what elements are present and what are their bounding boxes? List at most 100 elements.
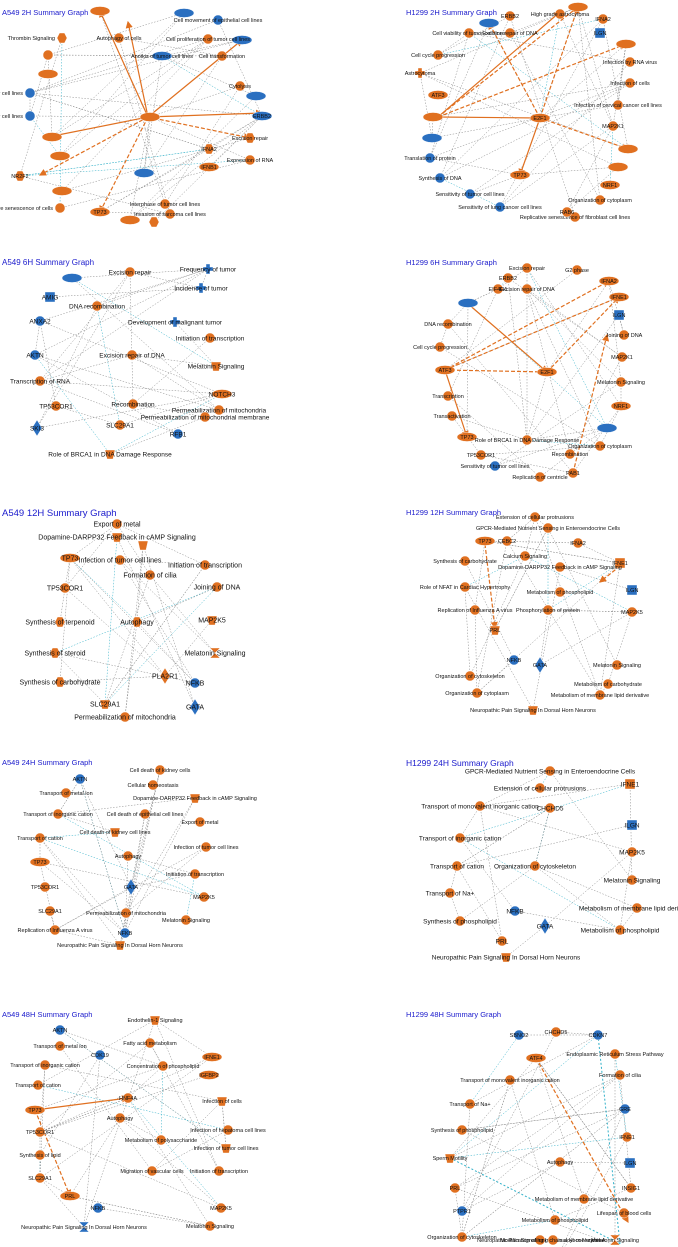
relation-edge (69, 557, 196, 684)
network-node (534, 471, 546, 483)
network-node (194, 816, 206, 828)
relation-edge (154, 1019, 213, 1058)
relation-edge (507, 277, 528, 441)
node-label: Initiation of transcription (168, 562, 242, 569)
node-label: Excision repair of DNA (482, 31, 538, 37)
relation-edge (57, 813, 205, 898)
relation-edge (559, 1161, 631, 1164)
relation-edge (97, 1207, 211, 1227)
network-node (434, 341, 446, 353)
node-label: Invasion of sarcoma cell lines (134, 212, 206, 218)
node-label: Synthesis of lipid (19, 1153, 60, 1159)
node-label: TP73 (93, 210, 106, 216)
network-node (41, 132, 63, 142)
node-label: Synthesis of carbohydrate (20, 679, 101, 686)
panel-title: H1299 24H Summary Graph (406, 758, 514, 768)
relation-edge (64, 557, 71, 589)
relation-edge (547, 562, 621, 611)
node-label: Cell cycle progression (413, 345, 467, 351)
node-label: Transport of cation (430, 863, 484, 870)
relation-edge (507, 277, 623, 358)
node-label: Melatonin Signaling (188, 363, 245, 370)
network-node (550, 1026, 562, 1038)
relation-edge (59, 38, 209, 157)
network-node (154, 764, 166, 776)
relation-edge (161, 55, 263, 117)
node-label: Initiation of transcription (190, 1169, 248, 1175)
node-label: Transport of cation (15, 1083, 61, 1089)
relation-edge (57, 797, 196, 815)
network-node (489, 460, 501, 472)
relation-edge (125, 797, 196, 914)
network-node (614, 924, 626, 936)
network-node (534, 782, 546, 794)
panel-title: A549 6H Summary Graph (2, 258, 95, 267)
node-label: NRF1 (614, 404, 628, 410)
regulation-edge (535, 1057, 629, 1224)
relation-edge (476, 562, 621, 694)
relation-edge (429, 157, 521, 176)
relation-edge (55, 405, 121, 426)
relation-edge (116, 523, 151, 576)
relation-edge (99, 211, 171, 215)
relation-edge (526, 288, 601, 447)
relation-edge (39, 268, 209, 382)
relation-edge (69, 523, 118, 559)
network-node (569, 211, 581, 223)
relation-edge (164, 85, 241, 205)
relation-edge (151, 1100, 223, 1172)
network-node (137, 540, 149, 551)
network-node (501, 535, 513, 547)
network-node (454, 832, 466, 844)
relation-edge (535, 1057, 585, 1200)
network-node (519, 550, 531, 562)
node-label: Sensitivity of tumor cell lines (435, 192, 504, 198)
network-node (34, 1126, 46, 1138)
node-label: Replication of Influenza A virus (18, 928, 93, 934)
network-node (594, 27, 606, 39)
node-label: TP73 (478, 539, 491, 545)
relation-edge (449, 1057, 537, 1159)
relation-edge (39, 861, 56, 931)
relation-edge (19, 37, 63, 177)
relation-edge (484, 540, 579, 544)
regulation-edge (466, 302, 548, 373)
node-label: Autophagy (547, 1160, 574, 1166)
regulation-edge (539, 117, 630, 151)
relation-edge (474, 609, 478, 694)
network-node (456, 1231, 468, 1243)
node-label: Metabolism of membrane lipid derivative (579, 905, 678, 912)
node-label: Modification of long chain acyl-coenzyme… (500, 1238, 605, 1244)
relation-edge (69, 557, 166, 677)
panel-graph-h1299-24h: GPCR-Mediated Nutrient Sensing in Entero… (419, 765, 678, 963)
network-node (24, 87, 36, 99)
node-label: Astrocytoma (405, 71, 437, 77)
relation-edge (149, 116, 251, 161)
relation-edge (116, 536, 196, 708)
relation-edge (459, 865, 536, 922)
network-node (456, 432, 478, 442)
relation-edge (480, 454, 574, 474)
relation-edge (118, 37, 223, 57)
node-label: IFNE1 (611, 295, 627, 301)
network-node (432, 49, 444, 61)
node-label: Melatonin Signaling (604, 877, 661, 884)
node-label: TP53COR1 (26, 1130, 54, 1136)
network-node (39, 881, 51, 893)
relation-edge (612, 43, 627, 127)
network-node (147, 779, 159, 791)
node-label: NFKB (186, 680, 205, 687)
relation-edge (59, 1029, 227, 1149)
network-node (189, 698, 201, 716)
network-node (469, 604, 481, 616)
relation-edge (439, 15, 511, 179)
node-label: SBNO2 (510, 1033, 529, 1039)
network-node (59, 582, 71, 594)
node-label: Expression of RNA (227, 158, 274, 164)
node-label: Transactivation (433, 414, 470, 420)
relation-edge (544, 851, 633, 927)
network-node (502, 272, 514, 284)
relation-edge (131, 354, 217, 367)
network-node (508, 654, 520, 666)
relation-edge (129, 271, 202, 289)
